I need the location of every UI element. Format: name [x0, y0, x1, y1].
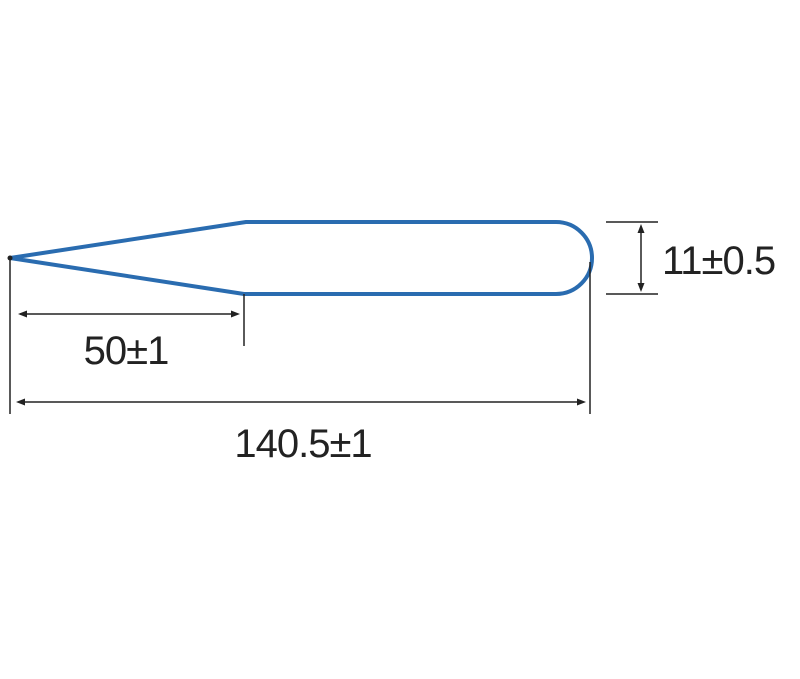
- width-label: 11±0.5: [662, 239, 775, 283]
- taper-length-label: 50±1: [84, 329, 169, 373]
- overall-length-dimension: 140.5±1: [16, 398, 586, 466]
- overall-length-label: 140.5±1: [234, 422, 371, 466]
- part-outline: [8, 220, 594, 296]
- tip-point: [7, 255, 13, 261]
- taper-length-dimension: 50±1: [18, 310, 240, 373]
- width-dimension: 11±0.5: [637, 224, 776, 292]
